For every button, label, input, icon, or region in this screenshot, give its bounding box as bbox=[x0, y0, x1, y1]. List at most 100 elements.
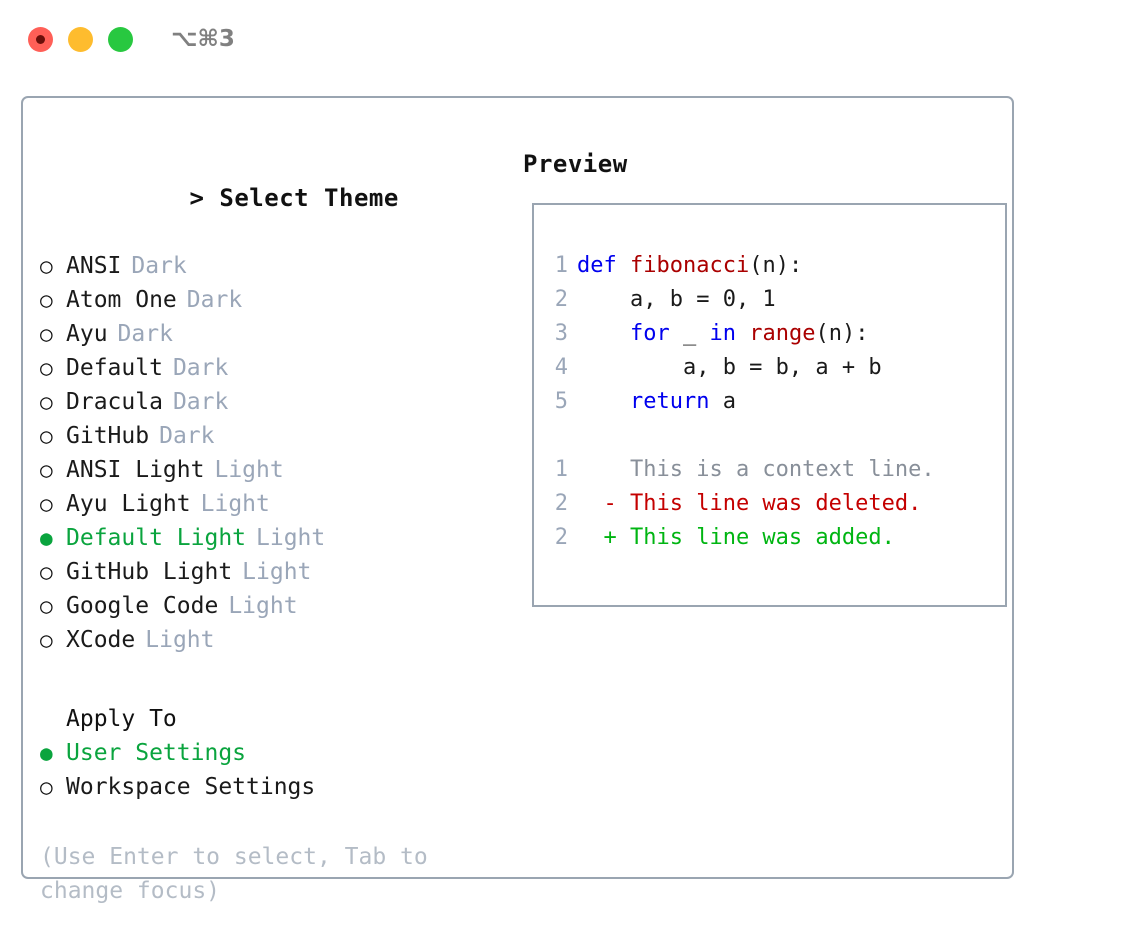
theme-option-label: ANSI bbox=[66, 253, 122, 279]
code-token: return bbox=[629, 389, 710, 414]
radio-unselected-icon: ○ bbox=[40, 288, 53, 312]
focus-caret: > bbox=[189, 184, 220, 212]
code-token: a, b = b, a + b bbox=[577, 355, 882, 380]
theme-option-label: Atom One bbox=[66, 287, 177, 313]
theme-option-mode-badge: Dark bbox=[172, 355, 229, 381]
theme-option-ayu-light[interactable]: ○ Ayu Light Light bbox=[40, 487, 503, 521]
radio-selected-icon: ● bbox=[40, 741, 53, 765]
code-token: _ bbox=[669, 321, 710, 346]
radio-unselected-icon: ○ bbox=[40, 390, 53, 414]
code-line: 4 a, b = b, a + b bbox=[546, 351, 1005, 385]
preview-heading: Preview bbox=[523, 150, 628, 178]
theme-option-mode-badge: Light bbox=[145, 627, 215, 653]
radio-unselected-icon: ○ bbox=[40, 560, 53, 584]
theme-option-label: Ayu bbox=[66, 321, 108, 347]
radio-unselected-icon: ○ bbox=[40, 594, 53, 618]
code-line: 1 def fibonacci(n): bbox=[546, 249, 1005, 283]
theme-option-mode-badge: Light bbox=[214, 457, 284, 483]
radio-unselected-icon: ○ bbox=[40, 458, 53, 482]
theme-option-github[interactable]: ○ GitHub Dark bbox=[40, 419, 503, 453]
diff-line-added: 2 + This line was added. bbox=[546, 521, 1005, 555]
theme-option-mode-badge: Dark bbox=[186, 287, 243, 313]
keyboard-shortcut-label: ⌥⌘3 bbox=[171, 26, 235, 52]
code-token: in bbox=[709, 321, 750, 346]
line-number: 5 bbox=[554, 389, 568, 414]
theme-option-label: Google Code bbox=[66, 593, 219, 619]
diff-line-context: 1 This is a context line. bbox=[546, 453, 1005, 487]
line-number: 1 bbox=[554, 253, 568, 278]
minimize-button[interactable] bbox=[68, 26, 93, 52]
line-number: 2 bbox=[554, 491, 568, 516]
diff-line-deleted: 2 - This line was deleted. bbox=[546, 487, 1005, 521]
code-line: 2 a, b = 0, 1 bbox=[546, 283, 1005, 317]
radio-unselected-icon: ○ bbox=[40, 322, 53, 346]
apply-to-option-workspace-settings[interactable]: ○ Workspace Settings bbox=[40, 770, 503, 804]
radio-unselected-icon: ○ bbox=[40, 492, 53, 516]
code-token: range bbox=[749, 321, 816, 346]
diff-text: - This line was deleted. bbox=[577, 491, 922, 516]
radio-unselected-icon: ○ bbox=[40, 775, 53, 799]
code-token bbox=[577, 321, 630, 346]
theme-option-mode-badge: Dark bbox=[172, 389, 229, 415]
code-token: for bbox=[629, 321, 670, 346]
code-token bbox=[577, 389, 630, 414]
theme-option-mode-badge: Dark bbox=[131, 253, 187, 279]
line-number: 3 bbox=[554, 321, 568, 346]
keyboard-hint: (Use Enter to select, Tab to change focu… bbox=[40, 844, 442, 904]
theme-option-label: GitHub Light bbox=[66, 559, 233, 585]
code-token: fibonacci bbox=[629, 253, 750, 278]
radio-unselected-icon: ○ bbox=[40, 424, 53, 448]
code-token: (n): bbox=[749, 253, 803, 278]
apply-to-option-label: User Settings bbox=[66, 740, 247, 766]
line-number: 1 bbox=[554, 457, 568, 482]
diff-text: This is a context line. bbox=[577, 457, 935, 482]
theme-option-xcode[interactable]: ○ XCode Light bbox=[40, 623, 503, 657]
select-theme-heading-label: Select Theme bbox=[219, 184, 399, 212]
radio-unselected-icon: ○ bbox=[40, 254, 53, 278]
theme-option-google-code[interactable]: ○ Google Code Light bbox=[40, 589, 503, 623]
theme-option-mode-badge: Light bbox=[228, 593, 298, 619]
code-token: a, b = 0, 1 bbox=[577, 287, 776, 312]
close-button[interactable] bbox=[28, 26, 53, 52]
theme-option-mode-badge: Light bbox=[256, 525, 326, 551]
code-token: def bbox=[577, 253, 630, 278]
line-number: 4 bbox=[554, 355, 568, 380]
theme-option-github-light[interactable]: ○ GitHub Light Light bbox=[40, 555, 503, 589]
code-line: 5 return a bbox=[546, 385, 1005, 419]
maximize-button[interactable] bbox=[108, 26, 133, 52]
apply-to-option-label: Workspace Settings bbox=[66, 774, 316, 800]
apply-to-option-user-settings[interactable]: ● User Settings bbox=[40, 736, 503, 770]
theme-option-mode-badge: Dark bbox=[117, 321, 173, 347]
theme-option-ayu[interactable]: ○ Ayu Dark bbox=[40, 317, 503, 351]
radio-unselected-icon: ○ bbox=[40, 628, 53, 652]
theme-option-ansi[interactable]: ○ ANSI Dark bbox=[40, 249, 503, 283]
theme-option-label: XCode bbox=[66, 627, 136, 653]
theme-option-label: Dracula bbox=[66, 389, 163, 415]
theme-option-mode-badge: Dark bbox=[159, 423, 215, 449]
apply-to-heading: Apply To bbox=[66, 706, 177, 732]
theme-option-mode-badge: Light bbox=[200, 491, 270, 517]
line-number: 2 bbox=[554, 287, 568, 312]
theme-option-label: Default bbox=[66, 355, 163, 381]
preview-spacer bbox=[546, 419, 1005, 453]
diff-text: + This line was added. bbox=[577, 525, 895, 550]
diff-sample: 1 This is a context line.2 - This line w… bbox=[546, 453, 1005, 555]
theme-option-dracula[interactable]: ○ Dracula Dark bbox=[40, 385, 503, 419]
theme-option-label: GitHub bbox=[66, 423, 150, 449]
code-line: 3 for _ in range(n): bbox=[546, 317, 1005, 351]
theme-option-mode-badge: Light bbox=[242, 559, 312, 585]
radio-selected-icon: ● bbox=[40, 526, 53, 550]
theme-option-atom-one[interactable]: ○ Atom One Dark bbox=[40, 283, 503, 317]
theme-option-ansi-light[interactable]: ○ ANSI Light Light bbox=[40, 453, 503, 487]
theme-option-label: ANSI Light bbox=[66, 457, 205, 483]
theme-option-label: Ayu Light bbox=[66, 491, 191, 517]
